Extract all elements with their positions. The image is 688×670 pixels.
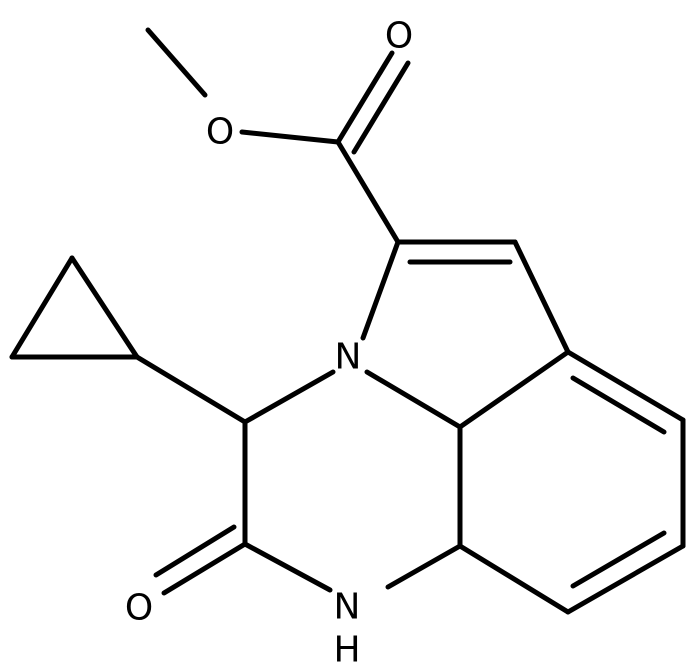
bond-cp-b (9, 255, 75, 360)
bond-c3-n (360, 239, 401, 341)
bond-c1-c5-inner (570, 375, 667, 435)
bond-c1-c4a (457, 349, 571, 430)
bond-c1-c5 (565, 349, 686, 423)
bond-o-carbonyl (239, 129, 341, 145)
bond-nh-c8 (385, 543, 463, 590)
bond-co-nh (242, 541, 333, 593)
atom-o-carbonyl-label: O (385, 16, 413, 57)
atom-nh-h-label: H (333, 630, 360, 670)
bond-c6-c7 (565, 543, 686, 615)
atom-o-lactam-label: O (125, 588, 153, 629)
bond-cp-a (69, 255, 140, 360)
bond-carbonyl-ring (335, 139, 401, 245)
atom-nh-n-label: N (334, 587, 361, 628)
bond-c-o-double-a (335, 50, 395, 145)
bond-n-chiral (242, 369, 336, 425)
bond-lactam-o-b (153, 524, 237, 578)
bond-c2-c1 (512, 239, 571, 355)
atom-o-methoxy-label: O (206, 112, 234, 153)
bond-c6-c7-inner (570, 530, 667, 589)
bond-n-c9a (364, 369, 463, 430)
atom-n-ring-label: N (335, 337, 362, 378)
bond-c-o-double-b (351, 60, 411, 155)
bond-lactam-o-a (161, 541, 248, 596)
bond-chiral-cyclopropyl (134, 354, 248, 425)
bond-methyl-o (145, 27, 208, 98)
bond-c7-c8 (457, 543, 571, 615)
